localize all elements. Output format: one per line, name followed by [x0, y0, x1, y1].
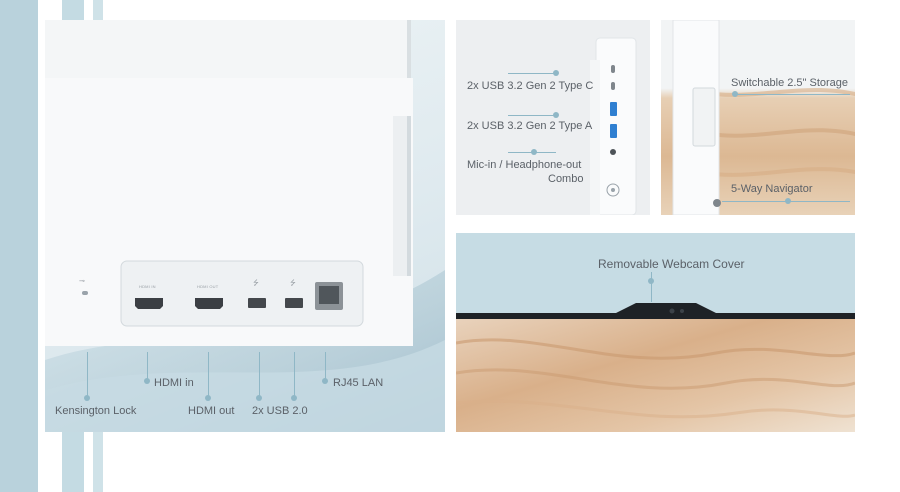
audio-dot [531, 149, 537, 155]
usb-a-pointer [508, 115, 556, 116]
hdmi-in-pointer [147, 352, 148, 380]
kensington-dot [84, 395, 90, 401]
usb-c-pointer [508, 73, 556, 74]
usb-symbol-icon: ⭍ [253, 280, 259, 287]
usb20-label: 2x USB 2.0 [252, 405, 308, 417]
webcam-label: Removable Webcam Cover [598, 257, 745, 271]
hdmi-in-marking: HDMI IN [139, 284, 156, 289]
hdmi-in-label: HDMI in [154, 377, 194, 389]
usb20-pointer-left [259, 352, 260, 398]
webcam-panel [456, 233, 855, 432]
rj45-label: RJ45 LAN [333, 377, 384, 389]
webcam-illustration [456, 303, 855, 432]
usb20-pointer-right [294, 352, 295, 398]
hdmi-out-pointer [208, 352, 209, 398]
rj45-dot [322, 378, 328, 384]
usb-a-dot [553, 112, 559, 118]
storage-panel [661, 20, 855, 215]
side-ports-panel [456, 20, 650, 215]
audio-label-line2: Combo [548, 173, 584, 185]
storage-pointer [735, 94, 850, 95]
navigator-dot [785, 198, 791, 204]
hdmi-in-dot [144, 378, 150, 384]
rj45-pointer [325, 352, 326, 380]
usb20-dot-left [256, 395, 262, 401]
back-ports-illustration [45, 20, 445, 432]
hdmi-out-marking: HDMI OUT [197, 284, 219, 289]
webcam-dot [648, 278, 654, 284]
storage-dot [732, 91, 738, 97]
back-ports-panel: HDMI IN HDMI OUT ⭍ ⭍ ⊸ [45, 20, 445, 432]
usb20-dot-right [291, 395, 297, 401]
storage-illustration [672, 20, 855, 215]
lock-symbol-icon: ⊸ [79, 278, 85, 285]
usb-symbol-icon: ⭍ [290, 280, 296, 287]
usb-c-label: 2x USB 3.2 Gen 2 Type C [467, 80, 594, 92]
kensington-pointer [87, 352, 88, 398]
storage-label: Switchable 2.5" Storage [731, 77, 849, 89]
audio-label-line1: Mic-in / Headphone-out [467, 159, 582, 171]
usb-c-dot [553, 70, 559, 76]
hdmi-out-label: HDMI out [188, 405, 235, 417]
webcam-pointer [651, 272, 652, 302]
kensington-label: Kensington Lock [55, 405, 137, 417]
usb-a-label: 2x USB 3.2 Gen 2 Type A [467, 120, 593, 132]
side-ports-illustration [590, 37, 637, 215]
navigator-label: 5-Way Navigator [731, 183, 813, 195]
hdmi-out-dot [205, 395, 211, 401]
decor-stripe-1 [0, 0, 38, 492]
